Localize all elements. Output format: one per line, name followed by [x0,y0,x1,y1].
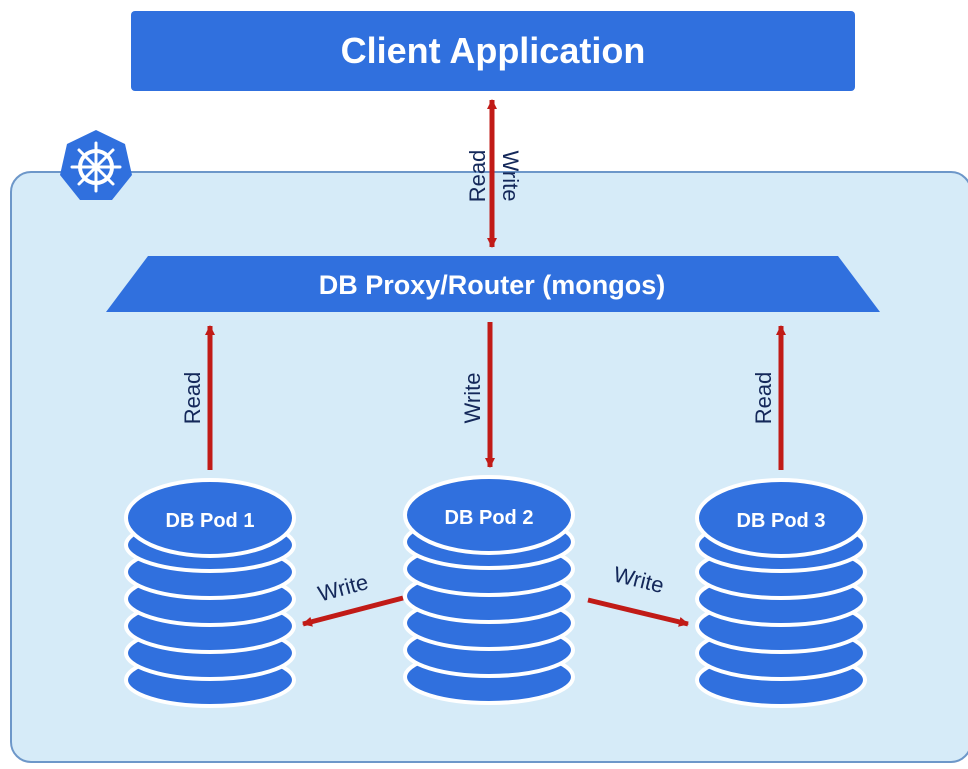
db-pod-2-label: DB Pod 2 [445,507,534,529]
kubernetes-helm-icon [60,130,132,200]
db-pod-2: DB Pod 2 [403,475,575,705]
db-proxy-router-box [106,256,880,312]
pod2-write-label: Write [460,373,485,424]
client-proxy-read-label: Read [465,150,490,203]
replication-to-pod3-arrow [587,597,689,627]
db-pod-1-label: DB Pod 1 [166,510,255,532]
pod1-read-label: Read [180,372,205,425]
db-pod-1: DB Pod 1 [124,478,296,708]
db-pod-3-label: DB Pod 3 [737,510,826,532]
client-proxy-write-label: Write [498,151,523,202]
db-proxy-router-label: DB Proxy/Router (mongos) [319,270,666,300]
replication-to-pod1-arrow [302,595,404,627]
client-application-box: Client Application [131,11,855,91]
client-application-label: Client Application [340,30,646,71]
pod3-read-label: Read [751,372,776,425]
db-pod-3: DB Pod 3 [695,478,867,708]
